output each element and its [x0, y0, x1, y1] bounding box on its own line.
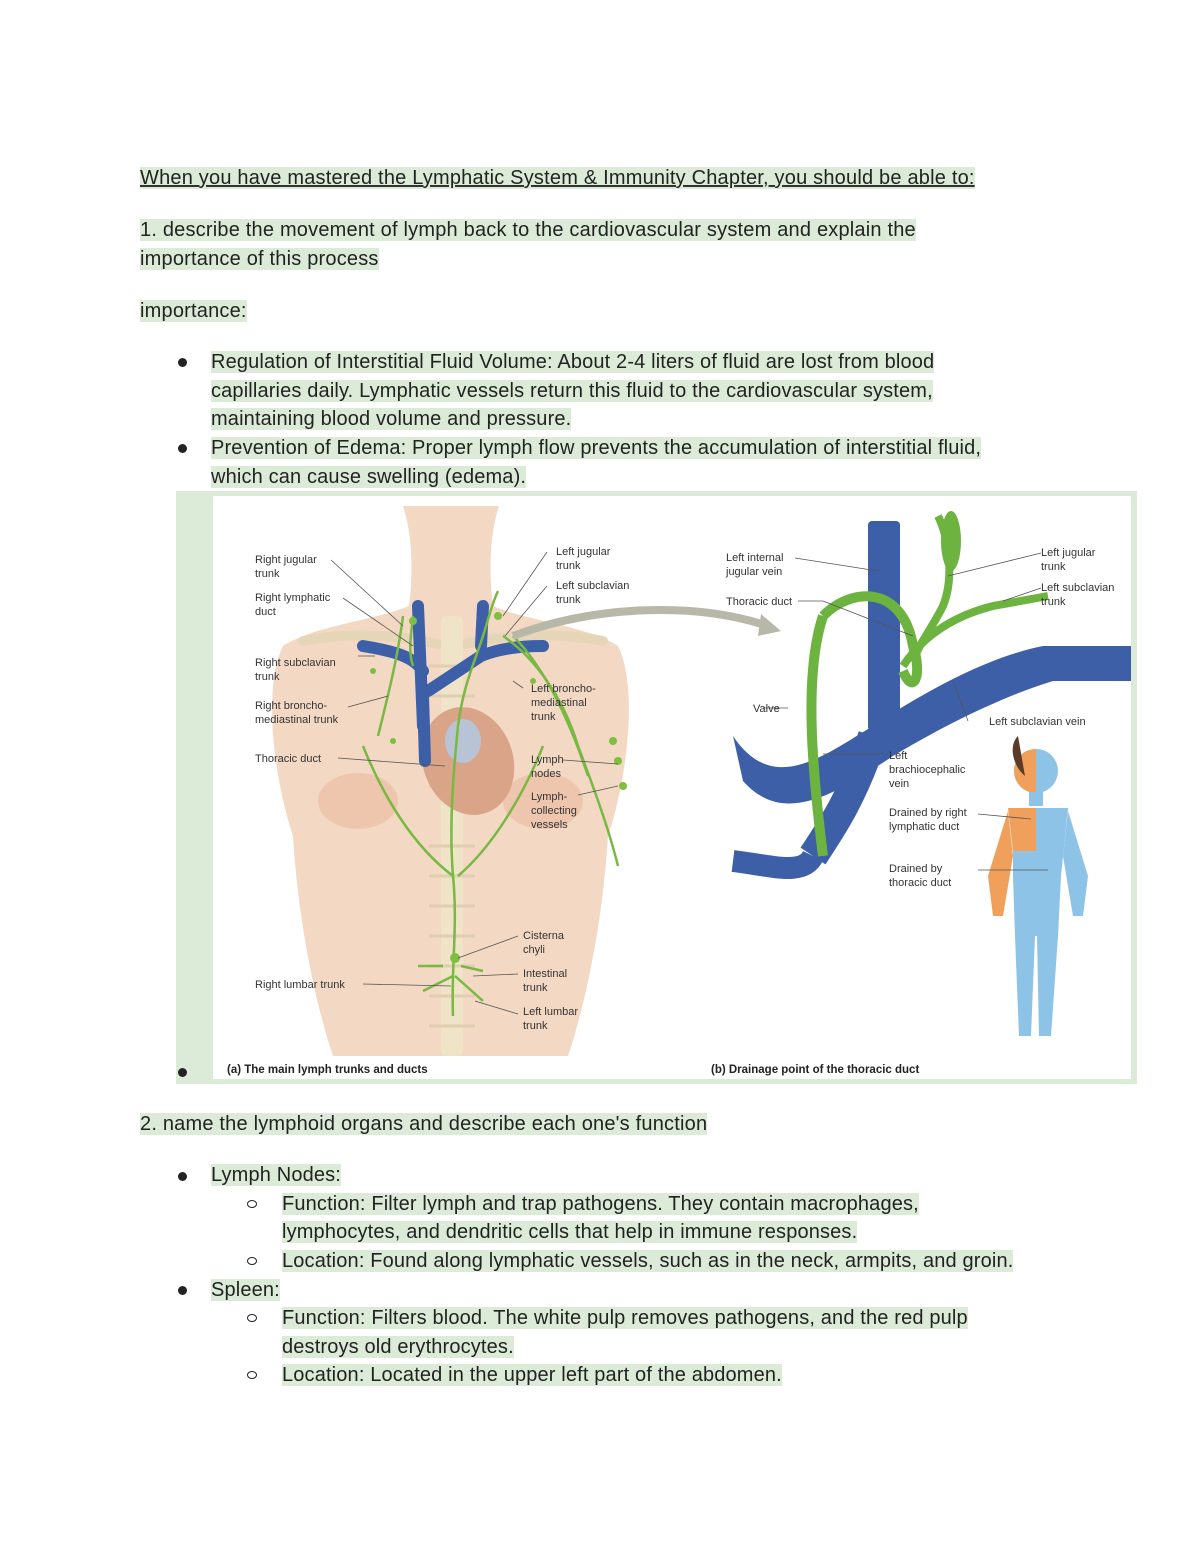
svg-text:trunk: trunk [255, 671, 280, 683]
caption-b: (b) Drainage point of the thoracic duct [711, 1064, 919, 1076]
bullet-edema-line1: Prevention of Edema: Proper lymph flow p… [211, 437, 982, 459]
caption-a: (a) The main lymph trunks and ducts [227, 1064, 428, 1076]
lymphatic-figure: Right jugular trunk Right lymphatic duct… [213, 496, 1131, 1079]
leader-lines-b [763, 552, 1048, 871]
bullet-icon [178, 444, 187, 453]
label-lymph-collecting-vessels: Lymph- [531, 791, 568, 803]
label-left-bronchomediastinal: Left broncho- [531, 683, 596, 695]
arrow-to-detail [511, 606, 770, 640]
importance-label: importance: [140, 300, 247, 322]
lymphatic-diagram: Right jugular trunk Right lymphatic duct… [227, 506, 1131, 1076]
label-left-subclavian-vein: Left subclavian vein [989, 716, 1086, 728]
spleen-location: Location: Located in the upper left part… [282, 1364, 782, 1386]
objective-2: 2. name the lymphoid organs and describe… [140, 1113, 708, 1135]
sub-bullet-icon [247, 1314, 257, 1322]
bullet-interstitial-line1: Regulation of Interstitial Fluid Volume:… [211, 351, 935, 373]
label-right-subclavian: Right subclavian [255, 657, 336, 669]
svg-text:trunk: trunk [556, 560, 581, 572]
label-drained-thoracic: Drained by [889, 863, 943, 875]
svg-text:chyli: chyli [523, 944, 545, 956]
spleen-function-line2: destroys old erythrocytes. [282, 1336, 514, 1358]
sub-bullet-icon [247, 1200, 257, 1208]
label-left-subclavian-b: Left subclavian [1041, 582, 1114, 594]
sub-bullet-icon [247, 1257, 257, 1265]
bullet-edema-line2: which can cause swelling (edema). [211, 466, 527, 488]
objective-1-line1: 1. describe the movement of lymph back t… [140, 219, 916, 241]
svg-text:trunk: trunk [255, 568, 280, 580]
svg-text:trunk: trunk [523, 1020, 548, 1032]
organ-lymph-nodes: Lymph Nodes: [211, 1164, 342, 1186]
svg-text:mediastinal trunk: mediastinal trunk [255, 714, 339, 726]
bullet-icon [178, 1286, 187, 1295]
svg-text:trunk: trunk [1041, 596, 1066, 608]
label-right-lumbar: Right lumbar trunk [255, 979, 345, 991]
label-left-internal-jugular: Left internal [726, 552, 783, 564]
bullet-icon [178, 1172, 187, 1181]
svg-text:mediastinal: mediastinal [531, 697, 587, 709]
label-left-jugular-b: Left jugular [1041, 547, 1096, 559]
svg-text:trunk: trunk [1041, 561, 1066, 573]
arrow-head [758, 614, 781, 636]
sub-bullet-icon [247, 1371, 257, 1379]
svg-text:collecting: collecting [531, 805, 577, 817]
svg-text:vessels: vessels [531, 819, 568, 831]
labels-panel-a: Right jugular trunk Right lymphatic duct… [255, 546, 629, 1032]
label-left-jugular: Left jugular [556, 546, 611, 558]
label-left-brachiocephalic: Left [889, 750, 907, 762]
label-thoracic-duct: Thoracic duct [255, 753, 321, 765]
svg-text:trunk: trunk [523, 982, 548, 994]
lymph-nodes-function-line2: lymphocytes, and dendritic cells that he… [282, 1221, 858, 1243]
objectives-heading: When you have mastered the Lymphatic Sys… [140, 167, 975, 189]
label-left-subclavian: Left subclavian [556, 580, 629, 592]
label-valve: Valve [753, 703, 780, 715]
lymph-nodes-a [370, 612, 627, 963]
bullet-interstitial-line3: maintaining blood volume and pressure. [211, 408, 572, 430]
label-right-jugular: Right jugular [255, 554, 317, 566]
label-right-bronchomediastinal: Right broncho- [255, 700, 327, 712]
lymph-trunks-a [361, 590, 620, 1017]
svg-text:vein: vein [889, 778, 909, 790]
svg-text:thoracic duct: thoracic duct [889, 877, 951, 889]
svg-text:duct: duct [255, 606, 276, 618]
svg-text:trunk: trunk [556, 594, 581, 606]
label-right-lymphatic-duct: Right lymphatic [255, 592, 331, 604]
svg-text:nodes: nodes [531, 768, 561, 780]
lymph-nodes-location: Location: Found along lymphatic vessels,… [282, 1250, 1014, 1272]
spleen-function-line1: Function: Filters blood. The white pulp … [282, 1307, 968, 1329]
lymph-nodes-function-line1: Function: Filter lymph and trap pathogen… [282, 1193, 919, 1215]
svg-text:jugular vein: jugular vein [725, 566, 782, 578]
svg-text:trunk: trunk [531, 711, 556, 723]
label-lymph-nodes: Lymph [531, 754, 564, 766]
label-thoracic-duct-b: Thoracic duct [726, 596, 792, 608]
label-drained-right: Drained by right [889, 807, 967, 819]
objective-1-line2: importance of this process [140, 248, 379, 270]
label-intestinal-trunk: Intestinal [523, 968, 567, 980]
bullet-interstitial-line2: capillaries daily. Lymphatic vessels ret… [211, 380, 933, 402]
drainage-detail [731, 511, 1131, 879]
bullet-icon [178, 358, 187, 367]
svg-text:brachiocephalic: brachiocephalic [889, 764, 966, 776]
organ-spleen: Spleen: [211, 1279, 280, 1301]
leader-lines-a [330, 551, 619, 1015]
bullet-icon [178, 1068, 187, 1077]
body-drainage-figure [988, 736, 1088, 1036]
label-left-lumbar: Left lumbar [523, 1006, 578, 1018]
label-cisterna-chyli: Cisterna [523, 930, 565, 942]
labels-panel-b: Left internal jugular vein Thoracic duct… [725, 547, 1114, 889]
svg-text:lymphatic duct: lymphatic duct [889, 821, 959, 833]
